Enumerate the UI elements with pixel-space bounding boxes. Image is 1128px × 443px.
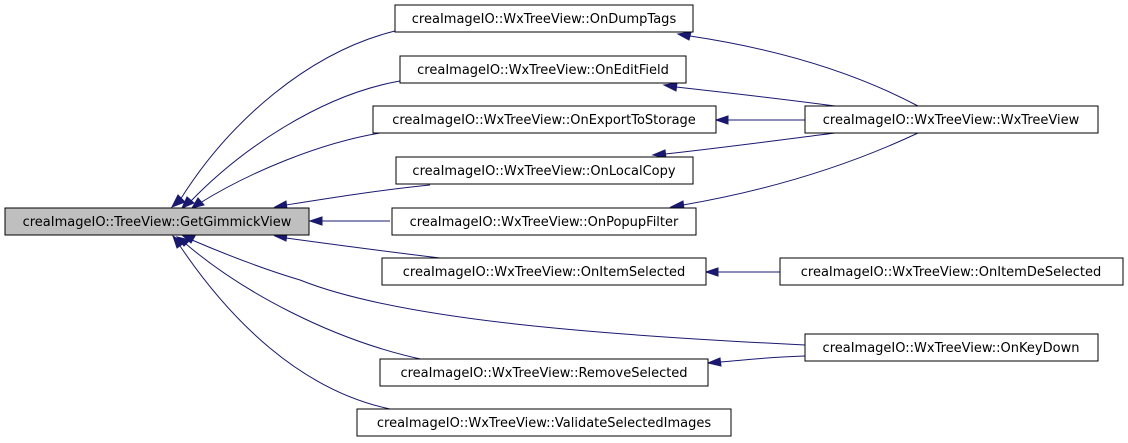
arrowhead-wxtreeview-exportstorage: [714, 115, 729, 125]
arrowhead-exportstorage-root: [190, 197, 205, 209]
edge-itemselected-root: [285, 237, 441, 259]
node-label: creaImageIO::WxTreeView::WxTreeView: [823, 113, 1080, 128]
edge-wxtreeview-localcopy: [664, 132, 836, 155]
edge-keydown-root: [191, 239, 806, 346]
edge-exportstorage-root: [199, 132, 381, 204]
node-label: creaImageIO::WxTreeView::OnLocalCopy: [412, 164, 675, 179]
node-label: creaImageIO::WxTreeView::OnDumpTags: [412, 12, 677, 27]
node-exportstorage[interactable]: creaImageIO::WxTreeView::OnExportToStora…: [372, 105, 717, 134]
node-root[interactable]: creaImageIO::TreeView::GetGimmickView: [4, 207, 310, 236]
arrowhead-editfield-root: [181, 196, 195, 209]
node-label: creaImageIO::WxTreeView::OnPopupFilter: [410, 215, 679, 230]
node-label: creaImageIO::WxTreeView::OnKeyDown: [823, 341, 1080, 356]
edge-localcopy-root: [285, 184, 431, 206]
edge-keydown-removeselected: [719, 355, 806, 363]
arrowhead-wxtreeview-dumptags: [676, 31, 692, 41]
arrowhead-popupfilter-root: [308, 216, 323, 226]
arrowhead-validate-root: [172, 234, 185, 249]
node-wxtreeview[interactable]: creaImageIO::WxTreeView::WxTreeView: [804, 105, 1099, 134]
node-label: creaImageIO::TreeView::GetGimmickView: [23, 215, 292, 230]
node-editfield[interactable]: creaImageIO::WxTreeView::OnEditField: [399, 55, 687, 84]
arrowhead-dumptags-root: [170, 194, 186, 208]
edge-wxtreeview-editfield: [675, 86, 836, 107]
arrowhead-wxtreeview-editfield: [662, 82, 678, 92]
edge-wxtreeview-dumptags: [689, 35, 919, 107]
node-validate[interactable]: creaImageIO::WxTreeView::ValidateSelecte…: [356, 408, 732, 437]
edge-editfield-root: [189, 80, 401, 203]
node-label: creaImageIO::WxTreeView::OnItemSelected: [403, 265, 685, 280]
node-dumptags[interactable]: creaImageIO::WxTreeView::OnDumpTags: [394, 4, 694, 33]
node-label: creaImageIO::WxTreeView::OnExportToStora…: [392, 113, 696, 128]
edge-dumptags-root: [179, 30, 396, 201]
node-popupfilter[interactable]: creaImageIO::WxTreeView::OnPopupFilter: [391, 207, 697, 236]
node-keydown[interactable]: creaImageIO::WxTreeView::OnKeyDown: [804, 333, 1099, 362]
node-localcopy[interactable]: creaImageIO::WxTreeView::OnLocalCopy: [395, 156, 694, 185]
node-label: creaImageIO::WxTreeView::OnEditField: [417, 63, 669, 78]
edge-wxtreeview-popupfilter: [682, 132, 919, 206]
node-removeselected[interactable]: creaImageIO::WxTreeView::RemoveSelected: [379, 358, 709, 387]
edge-removeselected-root: [185, 243, 426, 361]
node-label: creaImageIO::WxTreeView::ValidateSelecte…: [377, 416, 711, 431]
edge-validate-root: [179, 245, 391, 410]
arrowhead-itemdeselected-itemselected: [704, 267, 719, 277]
call-edges: [170, 30, 919, 410]
arrowhead-keydown-removeselected: [706, 357, 722, 367]
node-label: creaImageIO::WxTreeView::RemoveSelected: [400, 366, 687, 381]
node-itemdeselected[interactable]: creaImageIO::WxTreeView::OnItemDeSelecte…: [779, 257, 1124, 286]
node-itemselected[interactable]: creaImageIO::WxTreeView::OnItemSelected: [381, 257, 707, 286]
node-label: creaImageIO::WxTreeView::OnItemDeSelecte…: [801, 265, 1101, 280]
